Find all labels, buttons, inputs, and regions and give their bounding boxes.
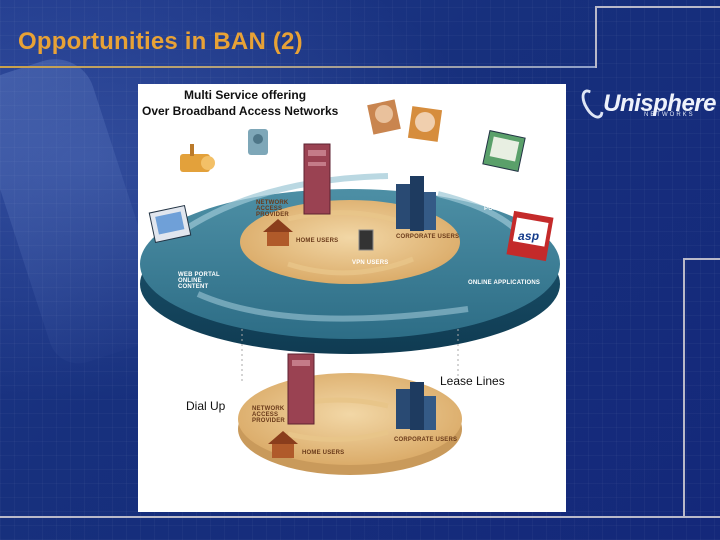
- vpn-device-icon: [358, 229, 374, 251]
- frame-right-vertical-rule: [683, 258, 685, 516]
- logo-subtitle: NETWORKS: [644, 112, 695, 118]
- lease-lines-label: Lease Lines: [440, 374, 505, 388]
- dial-up-label: Dial Up: [186, 399, 226, 413]
- video-conference-person2-icon: [407, 106, 443, 142]
- lower-server-icon: [287, 353, 315, 425]
- lower-label-network-access-provider: NETWORK ACCESS PROVIDER: [252, 406, 285, 424]
- slide-title: Opportunities in BAN (2): [18, 28, 303, 55]
- home-icon: [263, 219, 293, 246]
- label-service-selection-portal: SERVICE SELECTION PORTAL: [484, 194, 521, 212]
- lower-label-home-users: HOME USERS: [302, 450, 345, 456]
- label-online-applications: ONLINE APPLICATIONS: [468, 280, 541, 286]
- asp-sign-icon: [506, 210, 554, 262]
- network-diagram: [140, 99, 560, 475]
- diagram-heading-line1: Multi Service offering: [184, 88, 307, 102]
- label-web-portal: WEB PORTAL ONLINE CONTENT: [178, 272, 220, 290]
- frame-bottom-rule: [0, 516, 720, 518]
- unisphere-logo: Unisphere: [577, 84, 716, 124]
- label-voice-over-ip: VOICE OVER IP: [250, 156, 298, 162]
- web-portal-computer-icon: [148, 204, 192, 244]
- diagram-heading-line2: Over Broadband Access Networks: [142, 104, 339, 118]
- label-vpn-users: VPN USERS: [352, 260, 389, 266]
- lower-corporate-buildings-icon: [396, 382, 436, 430]
- lower-label-corporate-users: CORPORATE USERS: [394, 437, 458, 443]
- lower-home-icon: [268, 431, 298, 458]
- frame-vertical-rule: [595, 6, 597, 68]
- label-network-access-provider: NETWORK ACCESS PROVIDER: [256, 200, 289, 218]
- asp-sign-text: asp: [518, 229, 540, 243]
- label-home-users: HOME USERS: [296, 238, 339, 244]
- corporate-buildings-icon: [396, 176, 436, 231]
- title-divider: [0, 66, 595, 68]
- upper-network-ring: [140, 173, 560, 354]
- label-video-conferencing: VIDEO CONFERENCING: [356, 148, 429, 154]
- frame-top-rule: [595, 6, 720, 8]
- frame-right-rule: [683, 258, 720, 260]
- diagram-panel: Multi Service offering Over Broadband Ac…: [138, 84, 566, 512]
- logo-wordmark: Unisphere: [603, 90, 716, 117]
- streaming-camera-icon: [180, 144, 215, 172]
- server-icon: [303, 143, 331, 215]
- service-portal-computer-icon: [482, 130, 526, 172]
- label-corporate-users: CORPORATE USERS: [396, 234, 460, 240]
- video-conference-person-icon: [367, 99, 401, 135]
- label-streaming-media: STREAMING MEDIA: [182, 190, 242, 196]
- phone-icon: [248, 129, 268, 155]
